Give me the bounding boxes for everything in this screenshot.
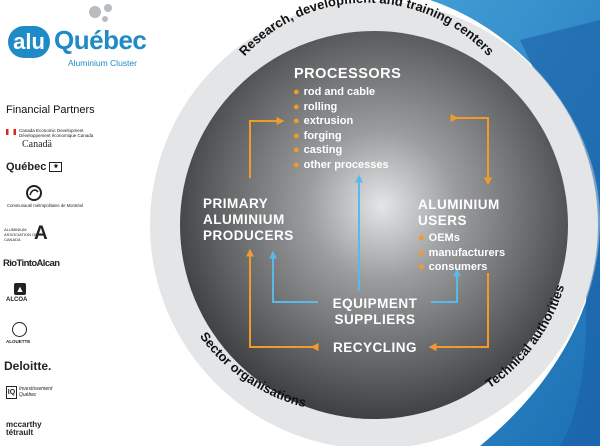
partner-logo-mccarthy[interactable]: mccarthy tétrault [6, 420, 42, 437]
quebec-fleur-de-lis-icon: ⚜ [49, 162, 63, 173]
logo-mark: alu [8, 26, 50, 58]
arrow-primary-to-processors [249, 117, 285, 178]
aac-a-icon: A [34, 223, 48, 244]
logo-name: Québec [54, 25, 147, 55]
node-recycling: RECYCLING [332, 340, 417, 355]
list-item: ●forging [293, 129, 342, 142]
canada-flag-icon [6, 129, 16, 135]
node-equipment-suppliers: EQUIPMENT SUPPLIERS [332, 296, 418, 327]
list-item: ●other processes [293, 158, 389, 171]
cmm-swirl-icon [26, 185, 42, 201]
list-item: ●rolling [293, 100, 338, 113]
arrow-equipment-to-primary [269, 250, 318, 303]
list-item: ●extrusion [293, 115, 354, 127]
node-users-list: ●OEMs ●manufacturers ●consumers [418, 231, 505, 275]
arrow-recycling-to-primary [246, 248, 319, 351]
list-item: ●casting [293, 144, 343, 156]
logo-subtitle: Aluminium Cluster [68, 58, 137, 68]
iq-mark-icon: IQ [6, 386, 17, 399]
list-item: ●rod and cable [293, 86, 376, 98]
arrow-processors-to-users [450, 114, 492, 186]
arrow-users-to-recycling [428, 273, 489, 351]
aluquebec-logo[interactable]: alu Québec Aluminium Cluster [4, 4, 154, 68]
partners-title: Financial Partners [6, 104, 95, 116]
partner-logo-canada[interactable]: Canadä [22, 139, 52, 150]
node-primary-producers: PRIMARY ALUMINIUM PRODUCERS [203, 196, 294, 243]
node-processors-title: PROCESSORS [294, 66, 402, 82]
list-item: ●consumers [418, 261, 488, 273]
node-aluminium-users: ALUMINIUM USERS [418, 197, 500, 228]
list-item: ●manufacturers [418, 246, 506, 259]
list-item: ●OEMs [418, 232, 460, 244]
node-processors-list: ●rod and cable ●rolling ●extrusion ●forg… [293, 85, 389, 172]
partner-logo-riotinto[interactable]: RioTintoAlcan [3, 258, 60, 269]
partner-logo-deloitte[interactable]: Deloitte. [4, 359, 52, 373]
arrow-equipment-to-users [431, 268, 461, 303]
alouette-mark-icon [12, 322, 27, 337]
partner-logo-quebec[interactable]: Québec ⚜ [6, 161, 63, 173]
alcoa-mark-icon: ▲ [14, 283, 26, 295]
